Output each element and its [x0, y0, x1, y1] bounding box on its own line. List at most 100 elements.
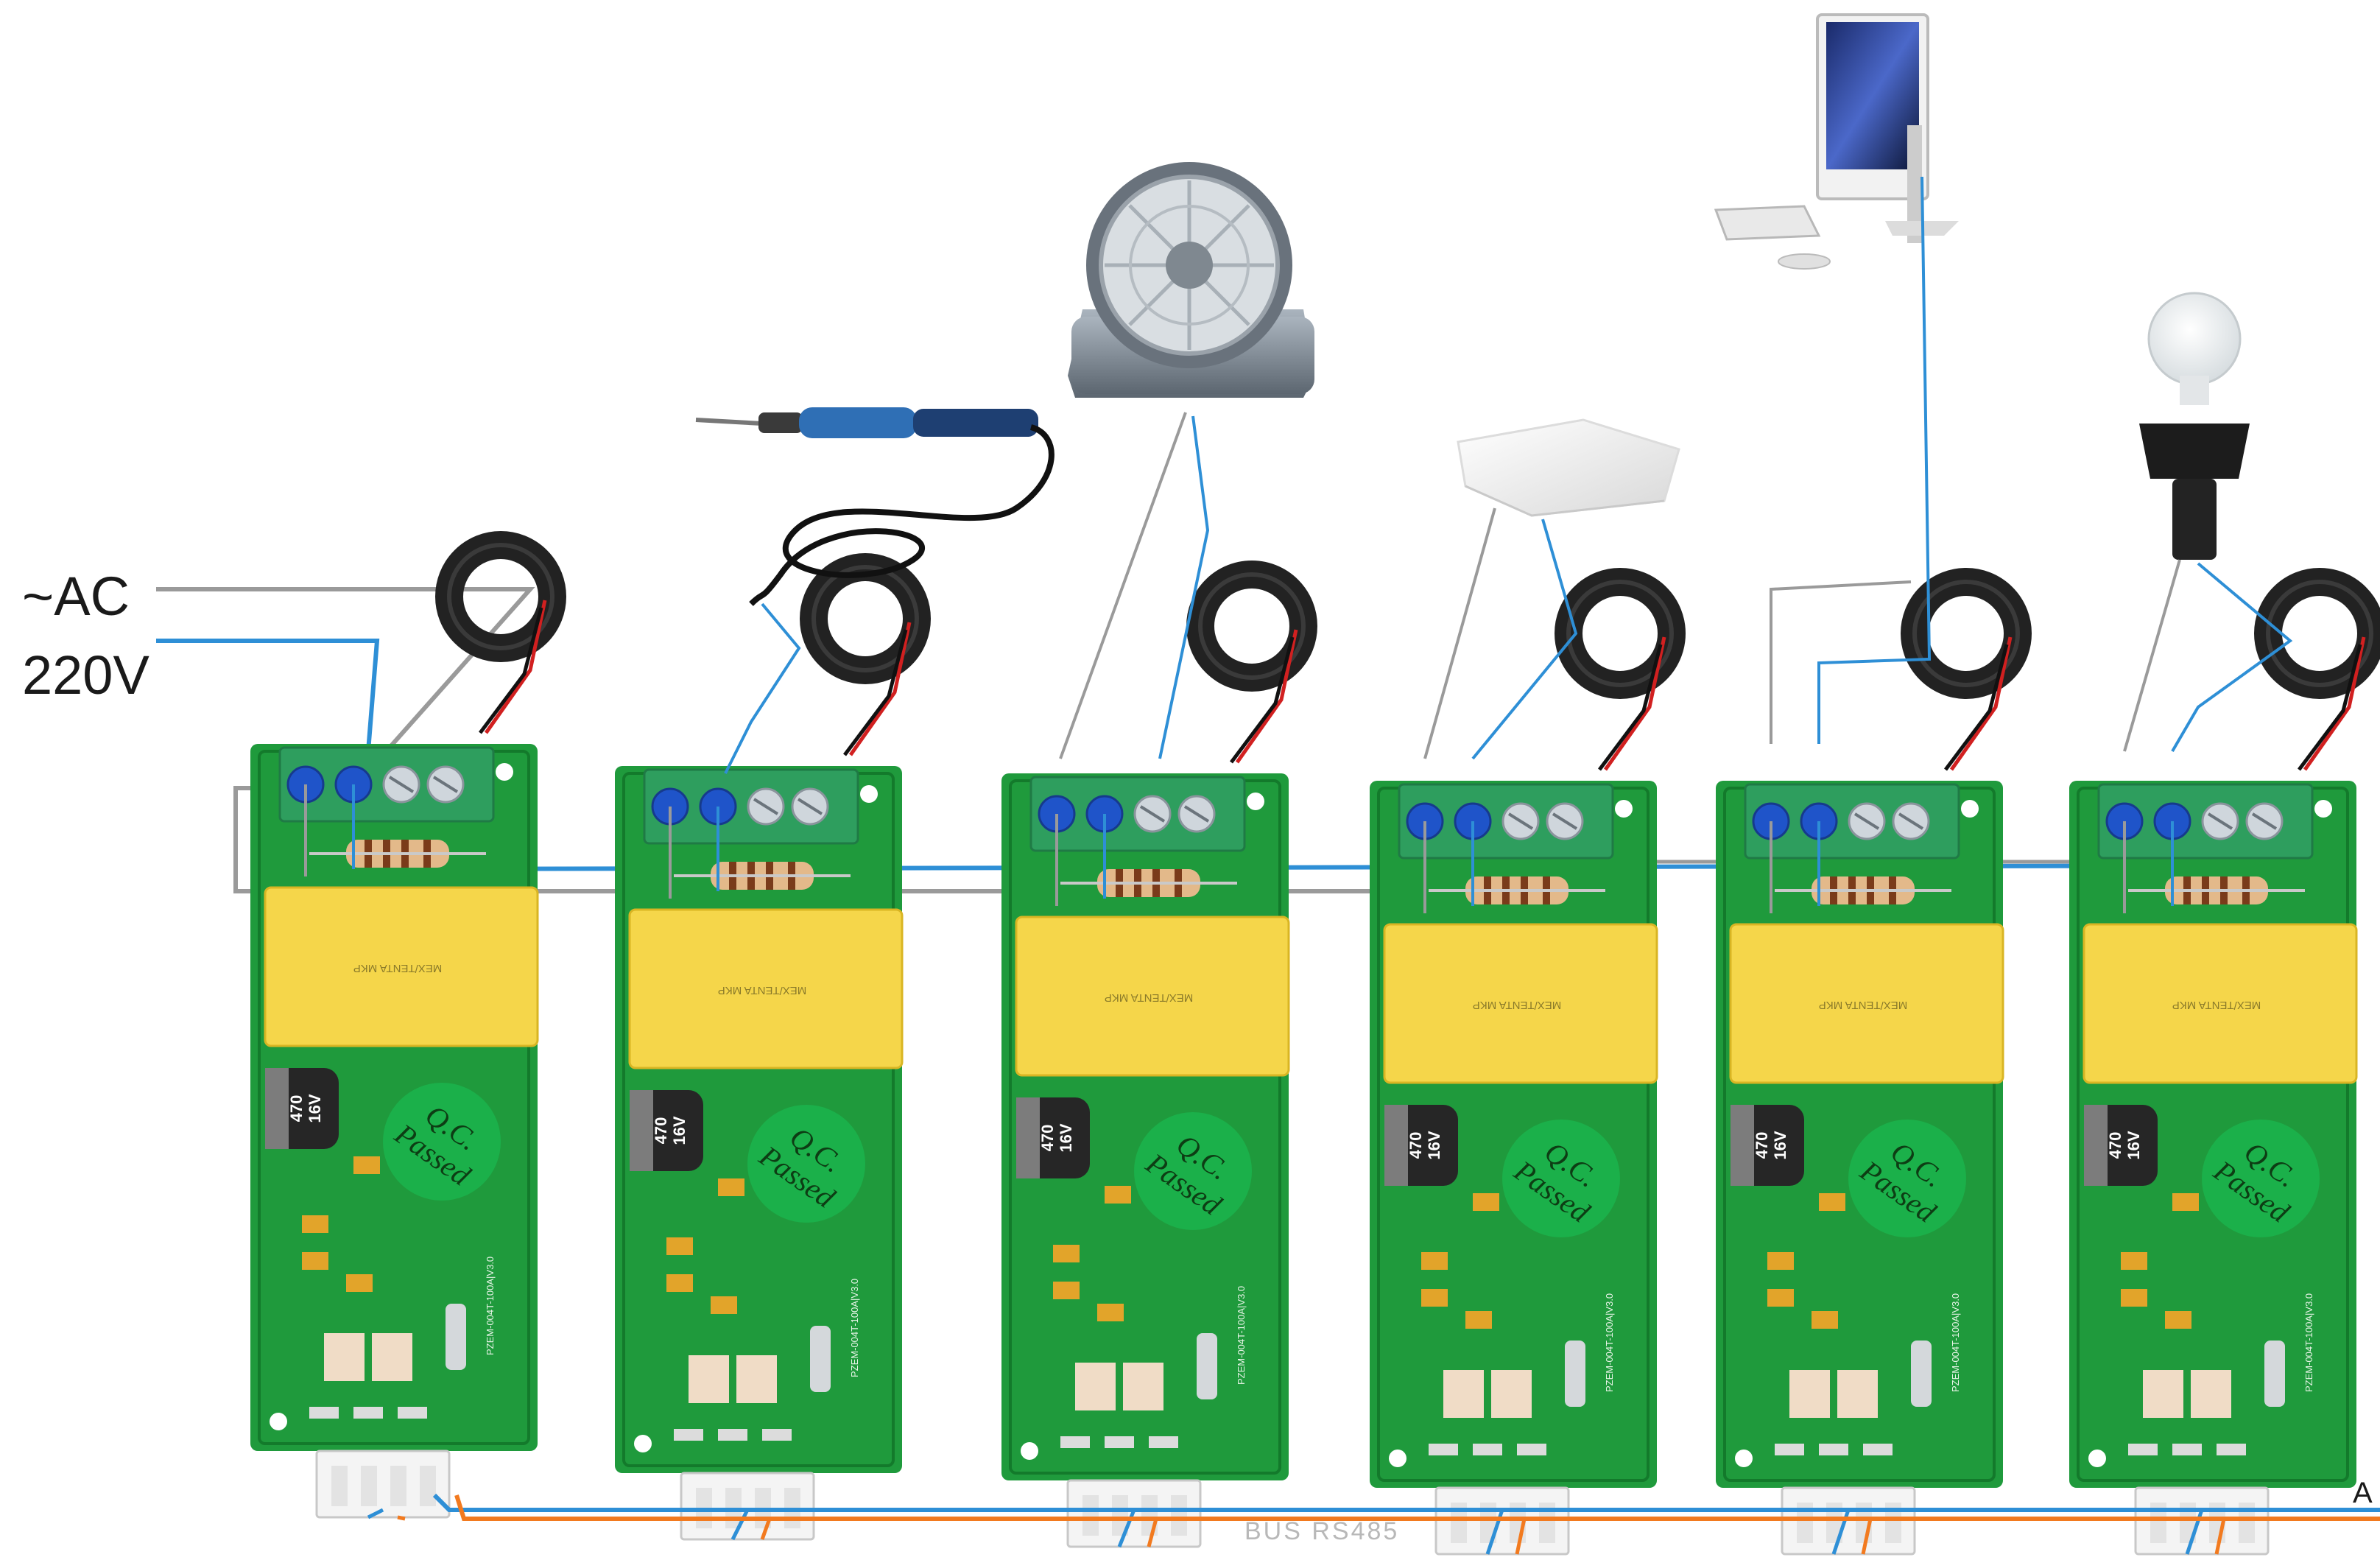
crystal — [810, 1326, 831, 1392]
lamp-wire-gray — [1423, 507, 1496, 759]
smd-component — [2172, 1193, 2199, 1211]
smd-component — [2121, 1289, 2147, 1307]
screw-slot — [1552, 812, 1578, 830]
screw-slot — [2251, 812, 2278, 830]
coil-highlight — [1566, 580, 1674, 687]
connector-pin — [390, 1466, 406, 1506]
coil-wire-red — [2303, 636, 2366, 771]
smd-component — [2121, 1252, 2147, 1270]
qc-passed-sticker — [1502, 1120, 1620, 1237]
bus-drop-orange — [2214, 1518, 2226, 1555]
connector-pin — [1539, 1503, 1555, 1543]
smd-component — [711, 1296, 737, 1314]
optocoupler — [1789, 1370, 1830, 1418]
smd-led — [398, 1407, 427, 1419]
crystal — [1911, 1341, 1932, 1407]
capacitor-value: 470 — [1038, 1125, 1057, 1152]
crystal — [1565, 1341, 1585, 1407]
qc-passed-sticker — [2202, 1120, 2320, 1237]
relay-marking: MEX/TENTA MKP — [1105, 991, 1194, 1004]
smd-component — [666, 1237, 693, 1255]
capacitor-voltage: 16V — [1771, 1131, 1789, 1159]
mount-hole-top — [860, 785, 878, 803]
smd-led — [1105, 1436, 1134, 1448]
screw-slot — [388, 776, 415, 793]
bus-drop-blue — [367, 1508, 384, 1519]
optocoupler — [1443, 1370, 1484, 1418]
mount-hole-bottom — [270, 1413, 287, 1430]
smd-component — [1421, 1289, 1448, 1307]
smd-component — [302, 1215, 328, 1233]
coil-wire-red — [1235, 629, 1298, 764]
smd-led — [2128, 1444, 2158, 1455]
connector-pin — [1480, 1503, 1496, 1543]
board-marking: PZEM-004T-100A|V3.0 — [1236, 1286, 1247, 1385]
bus-label: BUS RS485 — [1244, 1517, 1399, 1545]
screw-slot — [1507, 812, 1534, 830]
mount-hole-top — [2314, 800, 2332, 818]
coil-wire-red — [848, 622, 912, 756]
capacitor-stripe — [1384, 1105, 1408, 1186]
smd-led — [1863, 1444, 1893, 1455]
bulb-wire-gray — [2123, 559, 2181, 752]
connector-pin — [1826, 1503, 1842, 1543]
x2-capacitor — [1729, 923, 2004, 1084]
qc-passed-sticker — [1848, 1120, 1966, 1237]
relay-marking: MEX/TENTA MKP — [718, 984, 807, 997]
coil-wire-red — [1949, 636, 2013, 771]
screw-slot — [1183, 805, 1210, 823]
board-marking: PZEM-004T-100A|V3.0 — [1604, 1293, 1615, 1392]
coil-wire-red — [1603, 636, 1666, 771]
qc-passed-sticker — [747, 1105, 865, 1223]
ceiling-lamp-icon — [1457, 418, 1680, 517]
capacitor-voltage: 16V — [1425, 1131, 1443, 1159]
connector-pin — [420, 1466, 436, 1506]
mount-hole-top — [1247, 793, 1264, 810]
coil-highlight — [447, 543, 554, 650]
rs485-bus-orange — [454, 1494, 2380, 1521]
connector-pin — [331, 1466, 348, 1506]
rs485-connector — [680, 1472, 815, 1541]
connector-pin — [1451, 1503, 1467, 1543]
optocoupler — [1075, 1363, 1116, 1410]
smd-component — [346, 1274, 373, 1292]
relay-marking: MEX/TENTA MKP — [2172, 999, 2261, 1011]
screw-slot — [1139, 805, 1166, 823]
capacitor-stripe — [265, 1068, 289, 1149]
smd-led — [309, 1407, 339, 1419]
mount-hole-bottom — [1021, 1442, 1038, 1460]
bus-drop-orange — [760, 1518, 772, 1540]
capacitor-value: 470 — [1406, 1132, 1425, 1159]
capacitor-stripe — [630, 1090, 653, 1171]
coil-wire-black — [1598, 644, 1663, 771]
coil-wire-black — [843, 629, 908, 756]
fan-wire-blue — [1158, 415, 1210, 759]
optocoupler — [1837, 1370, 1878, 1418]
smd-led — [762, 1429, 792, 1441]
connector-pin — [2150, 1503, 2166, 1543]
smd-component — [302, 1252, 328, 1270]
computer-wire-gray — [1770, 580, 1912, 744]
board-marking: PZEM-004T-100A|V3.0 — [1950, 1293, 1961, 1392]
smd-component — [353, 1156, 380, 1174]
coil-wire-black — [479, 607, 543, 734]
bus-drop-orange — [1861, 1518, 1873, 1555]
smd-led — [674, 1429, 703, 1441]
computer-icon — [1714, 13, 1959, 270]
coil-highlight — [811, 565, 919, 672]
qc-passed-sticker — [1134, 1112, 1252, 1230]
x2-capacitor — [628, 908, 904, 1069]
x2-capacitor — [1015, 916, 1290, 1077]
capacitor-stripe — [1731, 1105, 1754, 1186]
coil-wire-red — [484, 600, 547, 734]
smd-component — [1767, 1289, 1794, 1307]
connector-pin — [361, 1466, 377, 1506]
ac-label: ~AC — [22, 566, 130, 627]
fan-icon — [1068, 162, 1314, 398]
smd-led — [1429, 1444, 1458, 1455]
